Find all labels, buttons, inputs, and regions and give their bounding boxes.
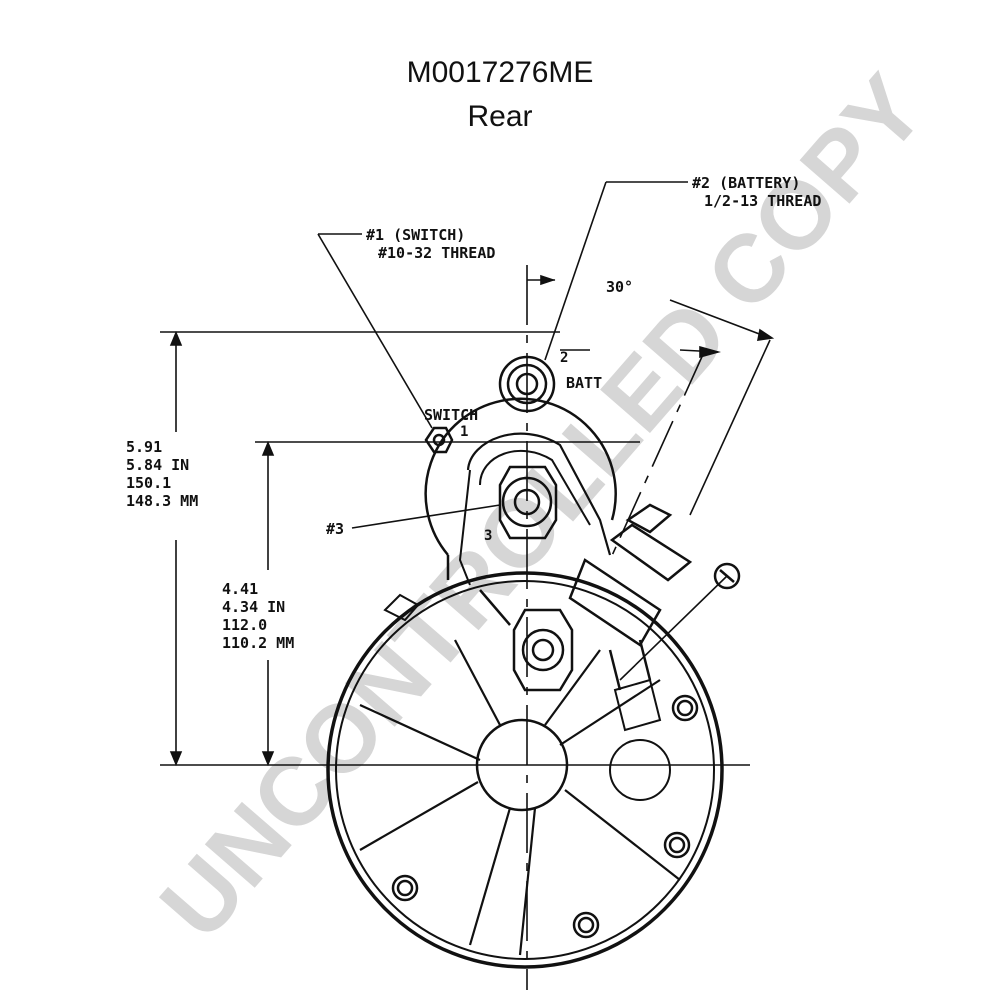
view-subtitle: Rear (467, 100, 533, 133)
dimension-lines (160, 181, 775, 990)
angle-label: 30° (606, 278, 633, 296)
terminal-2-number: 2 (560, 350, 568, 366)
batt-label: BATT (566, 374, 602, 392)
stud-assembly (568, 503, 693, 732)
inner-dim-2: 4.34 IN (222, 598, 285, 616)
terminal-3-callout: #3 (326, 520, 344, 538)
inner-dim-3: 112.0 (222, 616, 267, 634)
terminal-1-number: 1 (460, 424, 468, 440)
battery-callout-line1: #2 (BATTERY) (692, 174, 800, 192)
switch-terminal (424, 426, 454, 454)
ground-marker (713, 562, 741, 590)
inner-dim-1: 4.41 (222, 580, 258, 598)
switch-label: SWITCH (424, 406, 478, 424)
housing-inner-circle (335, 580, 715, 960)
switch-callout-line1: #1 (SWITCH) (366, 226, 465, 244)
part-number-title: M0017276ME (406, 56, 594, 89)
watermark-text: UNCONTROLLED COPY (140, 55, 945, 958)
overall-dim-4: 148.3 MM (126, 492, 198, 510)
terminal-3-number: 3 (484, 528, 492, 544)
housing-circle (326, 571, 724, 969)
overall-dim-3: 150.1 (126, 474, 171, 492)
solenoid-cap (424, 397, 617, 556)
switch-callout-line2: #10-32 THREAD (378, 244, 495, 262)
overall-dim-1: 5.91 (126, 438, 162, 456)
mounting-holes (391, 694, 699, 939)
overall-dim-2: 5.84 IN (126, 456, 189, 474)
field-terminal (479, 589, 574, 692)
inner-dim-4: 110.2 MM (222, 634, 294, 652)
battery-callout-line2: 1/2-13 THREAD (704, 192, 821, 210)
